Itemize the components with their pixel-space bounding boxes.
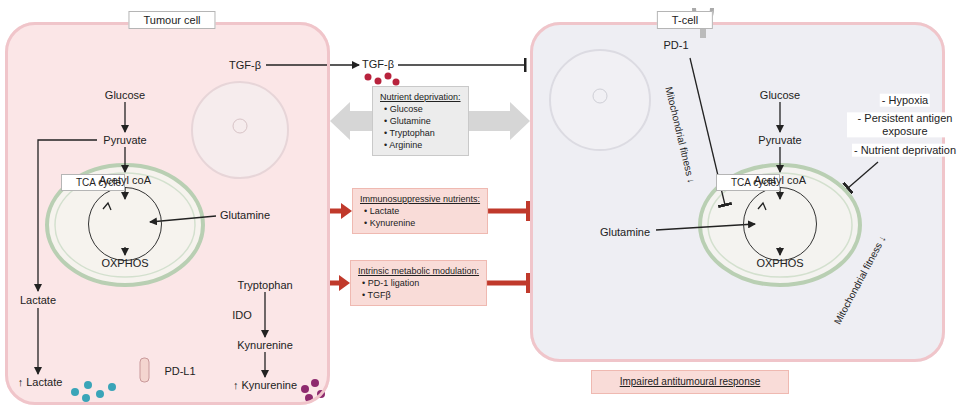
node-item: • Glutamine xyxy=(380,115,461,127)
tgf-beta-dots xyxy=(365,73,400,86)
cycle-arrowhead xyxy=(103,203,111,210)
mitochondrion xyxy=(700,165,860,285)
pathway-arrow xyxy=(264,352,265,377)
effect-arrow xyxy=(330,209,341,214)
pd-l1-protein xyxy=(140,358,149,382)
cell-outline: T-cellTCA cycle xyxy=(530,22,945,362)
metabolite-label: Acetyl coA xyxy=(754,174,806,187)
pathway-arrow xyxy=(264,292,265,337)
pathway-arrow xyxy=(779,147,780,172)
lactate-dots xyxy=(71,381,116,402)
node-item: • Tryptophan xyxy=(380,127,461,139)
node-heading: Intrinsic metabolic modulation: xyxy=(358,265,479,277)
inhibition-arrow xyxy=(488,209,526,214)
metabolite-label: - Nutrient deprivation xyxy=(852,144,958,157)
metabolite-label: PD-1 xyxy=(663,39,688,52)
metabolite-label: - Persistent antigen exposure xyxy=(847,112,963,137)
nucleus xyxy=(192,82,288,178)
metabolite-label: OXPHOS xyxy=(101,257,148,270)
metabolite-label: Acetyl coA xyxy=(99,174,151,187)
cycle-circle: TCA cycle xyxy=(88,187,162,261)
metabolite-label: PD-L1 xyxy=(164,365,195,378)
pathway-arrow xyxy=(779,247,780,255)
pathway-arrow xyxy=(656,224,755,230)
pathway-arrow xyxy=(124,102,125,132)
kynurenine-dots xyxy=(301,379,325,402)
metabolite-label: - Hypoxia xyxy=(880,94,930,107)
metabolite-label: Glucose xyxy=(760,89,800,102)
node-item: • Lactate xyxy=(360,205,480,217)
node-item: • Arginine xyxy=(380,139,461,151)
secretion-arrow xyxy=(266,64,359,65)
pathway-arrow xyxy=(124,247,125,255)
info-box: Intrinsic metabolic modulation:• PD-1 li… xyxy=(350,260,487,306)
metabolite-label: ↑ Kynurenine xyxy=(233,379,297,392)
mitochondrion-membrane xyxy=(55,173,195,277)
metabolite-label: TGF-β xyxy=(229,59,261,72)
metabolite-label: Kynurenine xyxy=(237,339,293,352)
node-heading: Immunosuppressive nutrients: xyxy=(360,193,480,205)
tumour-cell-fill xyxy=(5,22,330,405)
node-item: • Glucose xyxy=(380,103,461,115)
metabolite-label: Glutamine xyxy=(600,226,650,239)
pathway-arrow xyxy=(150,216,216,222)
metabolite-label: Glutamine xyxy=(220,209,270,222)
metabolite-label: OXPHOS xyxy=(756,257,803,270)
cycle-arrowhead xyxy=(758,203,766,210)
metabolite-label: Pyruvate xyxy=(758,134,801,147)
info-box: Nutrient deprivation:• Glucose• Glutamin… xyxy=(372,86,469,156)
inhibition-line xyxy=(398,64,525,65)
metabolite-label: Tryptophan xyxy=(237,279,292,292)
inhibition-arrow xyxy=(487,281,526,286)
metabolite-label: ↑ Lactate xyxy=(18,376,63,389)
nucleolus xyxy=(233,119,247,133)
nucleolus xyxy=(593,89,607,103)
cycle-circle: TCA cycle xyxy=(743,187,817,261)
info-box: Immunosuppressive nutrients:• Lactate• K… xyxy=(352,188,488,234)
node-heading: Tumour cell xyxy=(128,11,215,29)
node-item: • TGFβ xyxy=(358,289,479,301)
pathway-arrow xyxy=(124,147,125,172)
inhibition-line xyxy=(848,162,878,188)
outcome-box: Impaired antitumoural response xyxy=(591,370,790,394)
metabolite-label: TGF-β xyxy=(362,58,394,71)
node-heading: Impaired antitumoural response xyxy=(620,376,761,388)
metabolite-label: IDO xyxy=(232,309,252,322)
node-item: • Kynurenine xyxy=(360,217,480,229)
node-item: • PD-1 ligation xyxy=(358,277,479,289)
supply-arrow xyxy=(350,111,372,131)
pathway-arrow xyxy=(779,102,780,132)
node-heading: T-cell xyxy=(657,11,713,29)
mitochondrion xyxy=(47,165,203,285)
supply-arrow xyxy=(469,111,510,131)
t-cell-fill xyxy=(530,22,945,362)
nucleus xyxy=(550,50,650,150)
metabolite-label: Glucose xyxy=(105,89,145,102)
node-heading: Nutrient deprivation: xyxy=(380,91,461,103)
effect-arrow xyxy=(330,281,339,286)
metabolite-label: Lactate xyxy=(20,294,56,307)
pathway-arrow xyxy=(37,308,38,374)
metabolite-label: Pyruvate xyxy=(103,134,146,147)
